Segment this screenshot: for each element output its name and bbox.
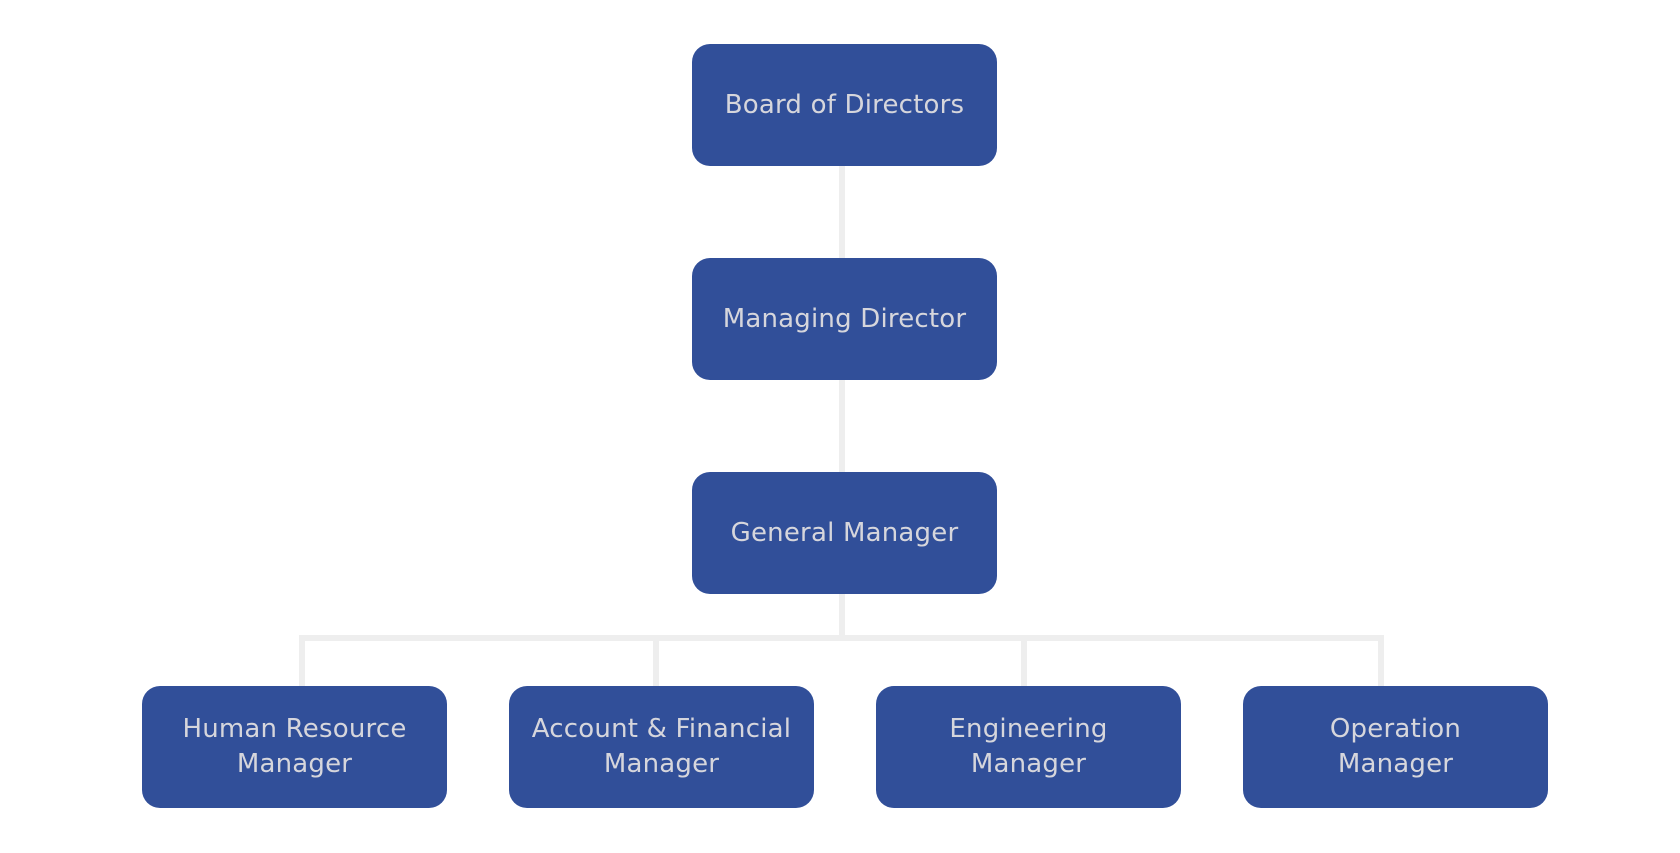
node-label-line-2: Manager bbox=[1337, 749, 1454, 779]
node-operation-manager: Operation Manager bbox=[1243, 686, 1548, 808]
node-label: Board of Directors bbox=[724, 89, 965, 120]
node-label-line-1: Account & Financial bbox=[531, 714, 792, 744]
node-human-resource-manager: Human Resource Manager bbox=[142, 686, 447, 808]
connector-to-afm bbox=[653, 635, 659, 687]
connector-board-to-md bbox=[839, 165, 845, 259]
node-label-line-1: Engineering bbox=[949, 714, 1108, 744]
node-label-line-2: Manager bbox=[603, 749, 720, 779]
node-label-line-1: Human Resource bbox=[182, 714, 407, 744]
connector-gm-down bbox=[839, 593, 845, 637]
connector-horizontal-bar bbox=[299, 635, 1384, 641]
node-account-financial-manager: Account & Financial Manager bbox=[509, 686, 814, 808]
connector-md-to-gm bbox=[839, 379, 845, 473]
node-label-line-2: Manager bbox=[970, 749, 1087, 779]
node-label: Managing Director bbox=[722, 303, 967, 334]
node-general-manager: General Manager bbox=[692, 472, 997, 594]
node-label-line-2: Manager bbox=[236, 749, 353, 779]
connector-to-eng bbox=[1021, 635, 1027, 687]
connector-to-ops bbox=[1378, 635, 1384, 687]
node-label: General Manager bbox=[730, 517, 959, 548]
node-label-line-1: Operation bbox=[1329, 714, 1462, 744]
node-managing-director: Managing Director bbox=[692, 258, 997, 380]
node-engineering-manager: Engineering Manager bbox=[876, 686, 1181, 808]
connector-to-hr bbox=[299, 635, 305, 687]
node-board-of-directors: Board of Directors bbox=[692, 44, 997, 166]
